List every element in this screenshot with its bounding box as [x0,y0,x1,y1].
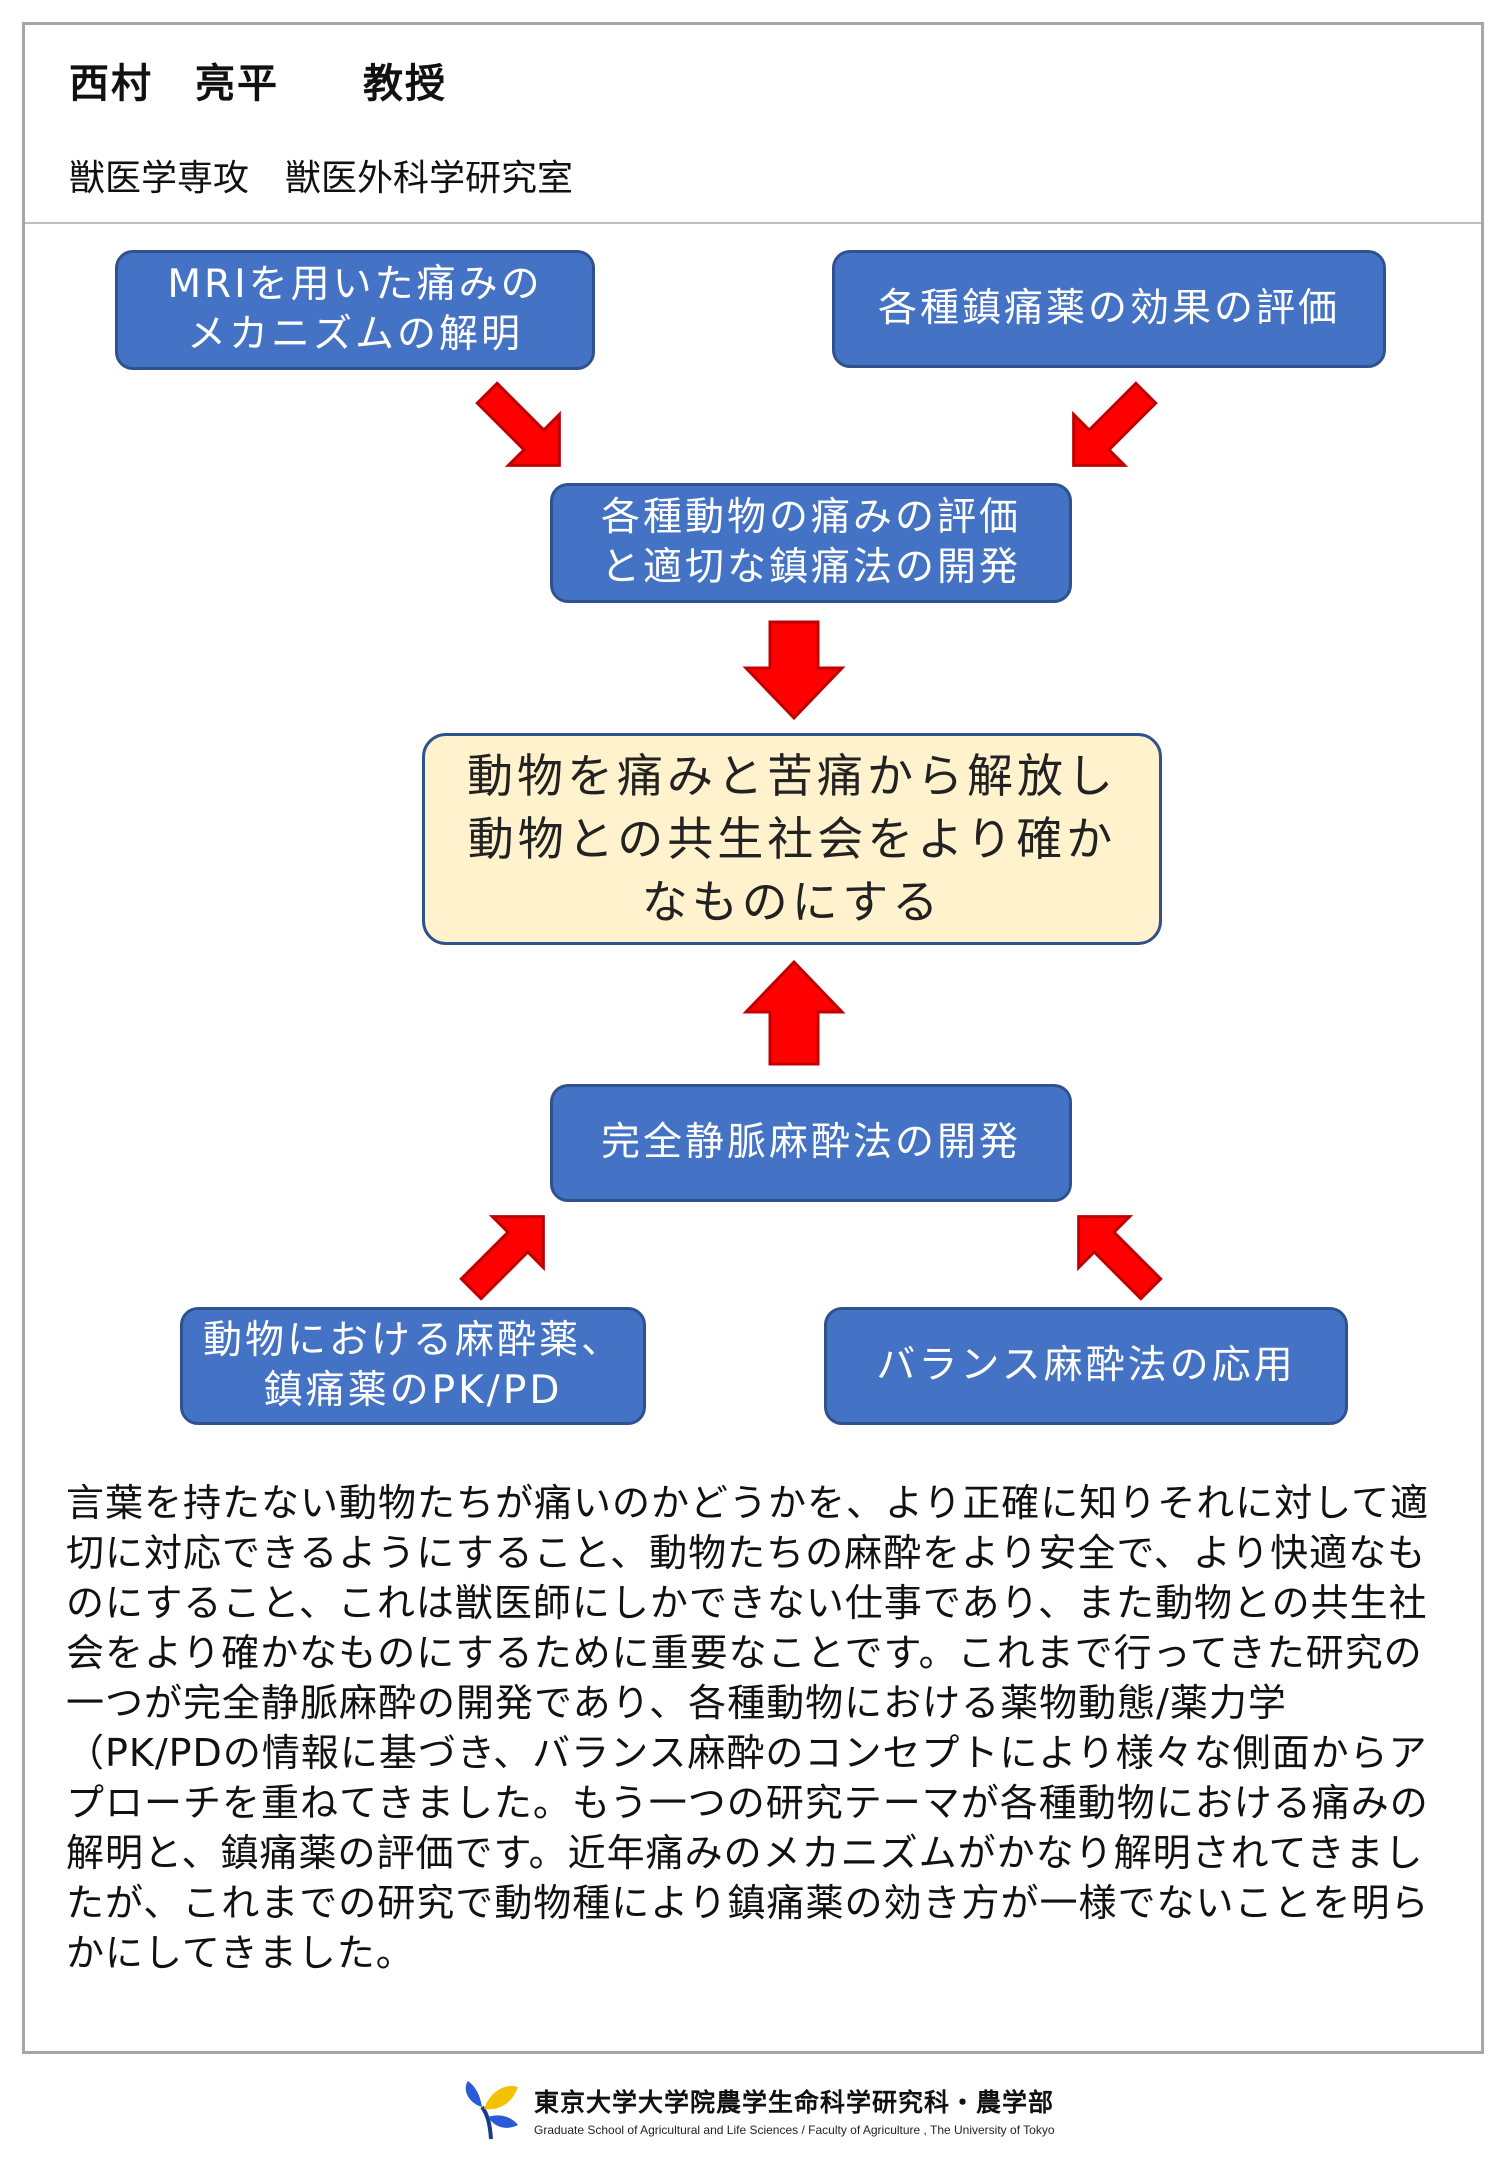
header: 西村 亮平 教授 獣医学専攻 獣医外科学研究室 [25,25,1481,224]
professor-name: 西村 亮平 教授 [69,61,447,107]
footer-org-english: Graduate School of Agricultural and Life… [534,2123,1055,2137]
department-name: 獣医学専攻 獣医外科学研究室 [69,158,574,199]
box-balance-anesthesia: バランス麻酔法の応用 [824,1307,1348,1425]
box-pain-evaluation: 各種動物の痛みの評価 と適切な鎮痛法の開発 [550,483,1072,603]
box-analgesic-evaluation: 各種鎮痛薬の効果の評価 [832,250,1386,368]
page-frame: 西村 亮平 教授 獣医学専攻 獣医外科学研究室 [22,22,1484,2054]
box-mri-pain-mechanism: MRIを用いた痛みの メカニズムの解明 [115,250,595,370]
footer-org-japanese: 東京大学大学院農学生命科学研究科・農学部 [534,2088,1055,2117]
box-tiva-development: 完全静脈麻酔法の開発 [550,1084,1072,1202]
research-description: 言葉を持たない動物たちが痛いのかどうかを、より正確に知りそれに対して適切に対応で… [66,1481,1430,1975]
box-goal: 動物を痛みと苦痛から解放し 動物との共生社会をより確か なものにする [422,733,1162,945]
box-pkpd: 動物における麻酔薬、 鎮痛薬のPK/PD [180,1307,646,1425]
footer: 東京大学大学院農学生命科学研究科・農学部 Graduate School of … [460,2075,1055,2145]
ginkgo-logo-icon [465,2081,518,2140]
